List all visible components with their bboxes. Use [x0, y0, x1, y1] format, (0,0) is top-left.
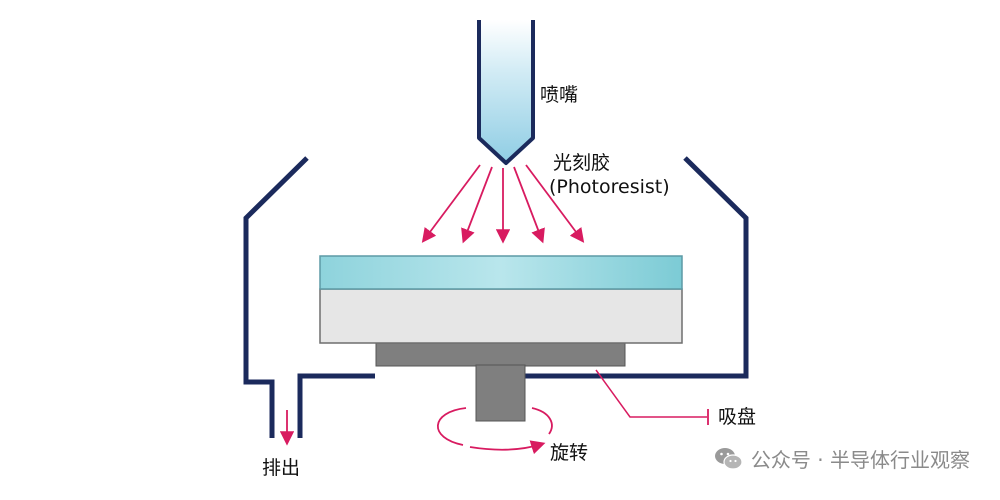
drain-label: 排出: [262, 457, 301, 479]
photoresist-layer: [319, 255, 683, 290]
watermark: 公众号 · 半导体行业观察: [713, 444, 970, 473]
wafer-stack: [319, 255, 683, 422]
spray-arrows: [421, 164, 585, 244]
rotation-arrow: [436, 407, 553, 455]
watermark-text: 公众号 · 半导体行业观察: [750, 448, 970, 472]
photoresist-label-en: (Photoresist): [549, 176, 670, 198]
chamber-bottom-right: [525, 156, 749, 379]
chamber-drain-inner-wall: [297, 373, 375, 438]
wechat-icon: [714, 447, 743, 470]
chuck-stem: [475, 364, 526, 422]
chuck-platform: [375, 340, 626, 367]
wafer: [319, 288, 683, 344]
spray-arrow: [421, 164, 481, 243]
chuck-leader-line: [595, 369, 707, 418]
nozzle: [477, 20, 535, 165]
nozzle-fill: [479, 20, 533, 163]
nozzle-label: 喷嘴: [540, 84, 579, 106]
spray-arrow: [525, 164, 585, 243]
rotation-arc-back: [436, 407, 467, 446]
spray-arrow: [461, 166, 493, 244]
nozzle-outline: [477, 20, 535, 165]
rotate-label: 旋转: [550, 442, 589, 464]
photoresist-label-cn: 光刻胶: [553, 152, 611, 174]
rotation-arc-right: [531, 407, 553, 435]
chamber-left-wall: [243, 156, 309, 438]
spray-arrow: [513, 166, 545, 244]
rotation-arc-front: [469, 440, 546, 455]
chamber: [243, 156, 749, 438]
chuck-label: 吸盘: [718, 406, 757, 428]
